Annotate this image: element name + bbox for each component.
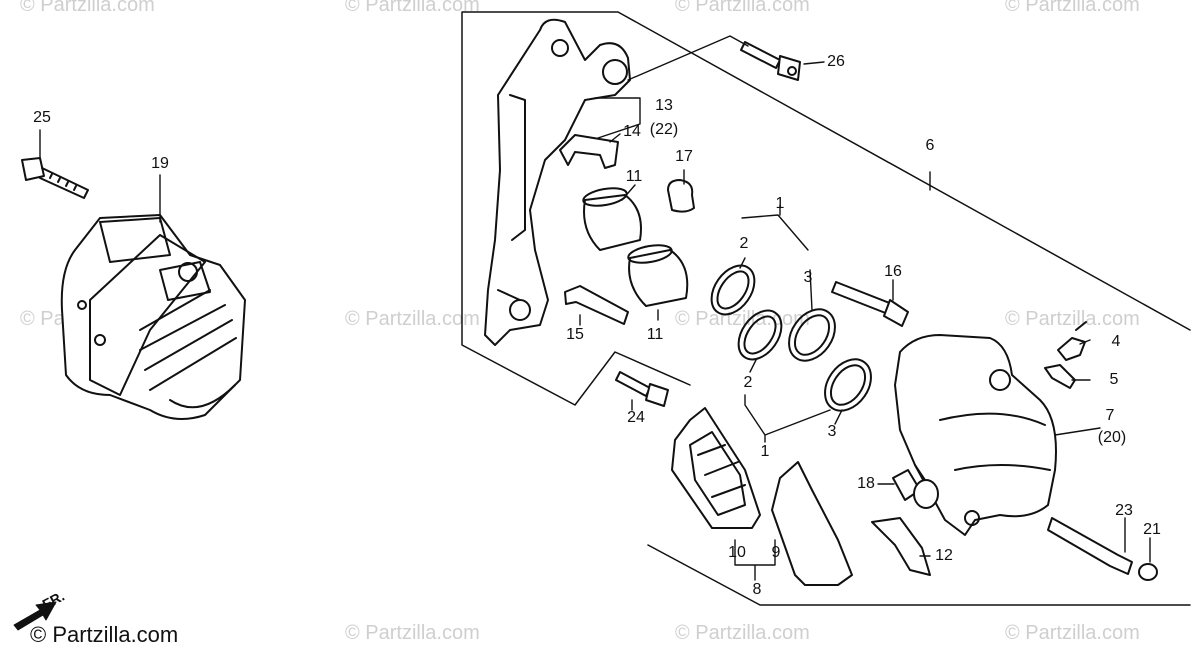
spring-12-drawing	[871, 517, 931, 576]
callout-7: 7	[1105, 407, 1115, 424]
callout-3: 3	[803, 269, 813, 286]
watermark: © Partzilla.com	[1005, 622, 1140, 644]
pin-16-drawing	[831, 281, 909, 327]
plug-18-drawing	[892, 469, 939, 509]
callout-15: 15	[566, 326, 584, 343]
watermark: © Partzilla.com	[345, 0, 480, 16]
boot-17-drawing	[667, 179, 695, 213]
callout-2-lower: 2	[743, 374, 753, 391]
callout-8: 8	[752, 581, 762, 598]
callout-10: 10	[728, 544, 746, 561]
kit-boundary-line	[461, 11, 1191, 606]
callout-17: 17	[675, 148, 693, 165]
watermark: © Partzilla.com	[1005, 308, 1140, 330]
callout-4: 4	[1111, 333, 1121, 350]
callout-16: 16	[884, 263, 902, 280]
callout-11: 11	[625, 168, 643, 185]
clip-14-drawing	[559, 134, 619, 169]
piston-11-drawing	[582, 187, 689, 307]
callout-9: 9	[771, 544, 781, 561]
callout-13-qty: (22)	[649, 121, 679, 138]
watermark: © Partzilla.com	[675, 0, 810, 16]
caliper-assembly-drawing	[60, 214, 246, 420]
callout-21: 21	[1143, 521, 1161, 538]
leader-lines	[39, 35, 1151, 581]
bolt-25-drawing	[21, 157, 89, 199]
watermark: © Partzilla.com	[1005, 0, 1140, 16]
callout-2: 2	[739, 235, 749, 252]
cap-5-drawing	[1044, 364, 1076, 389]
callout-1-lower: 1	[760, 443, 770, 460]
callout-12: 12	[935, 547, 953, 564]
callout-25: 25	[33, 109, 51, 126]
callout-18: 18	[857, 475, 875, 492]
callout-6: 6	[925, 137, 935, 154]
callout-24: 24	[627, 409, 645, 426]
bracket-13-drawing	[484, 18, 631, 346]
bolt-26-drawing	[740, 41, 801, 81]
watermark: © Partzilla.com	[345, 308, 480, 330]
pin-23-drawing	[1047, 517, 1133, 575]
callout-5: 5	[1109, 371, 1119, 388]
callout-7-qty: (20)	[1097, 429, 1127, 446]
front-arrow-icon	[13, 601, 57, 631]
callout-19: 19	[151, 155, 169, 172]
callout-13: 13	[655, 97, 673, 114]
shim-9-drawing	[771, 461, 853, 586]
callout-11-lower: 11	[646, 326, 664, 343]
watermark: © Partzilla.com	[675, 622, 810, 644]
callout-26: 26	[827, 53, 845, 70]
callout-3-lower: 3	[827, 423, 837, 440]
callout-1: 1	[775, 195, 785, 212]
watermark: © Partzilla.com	[345, 622, 480, 644]
brand-watermark: © Partzilla.com	[30, 622, 179, 647]
cap-21-drawing	[1138, 563, 1158, 581]
callout-14: 14	[623, 123, 641, 140]
bleeder-4-drawing	[1057, 321, 1087, 361]
watermark: © Partzilla.com	[20, 0, 155, 16]
seals-drawing	[710, 264, 872, 412]
pad-10-drawing	[671, 407, 761, 529]
bolt-24-drawing	[615, 371, 669, 407]
pin-15-drawing	[564, 285, 629, 325]
callout-23: 23	[1115, 502, 1133, 519]
